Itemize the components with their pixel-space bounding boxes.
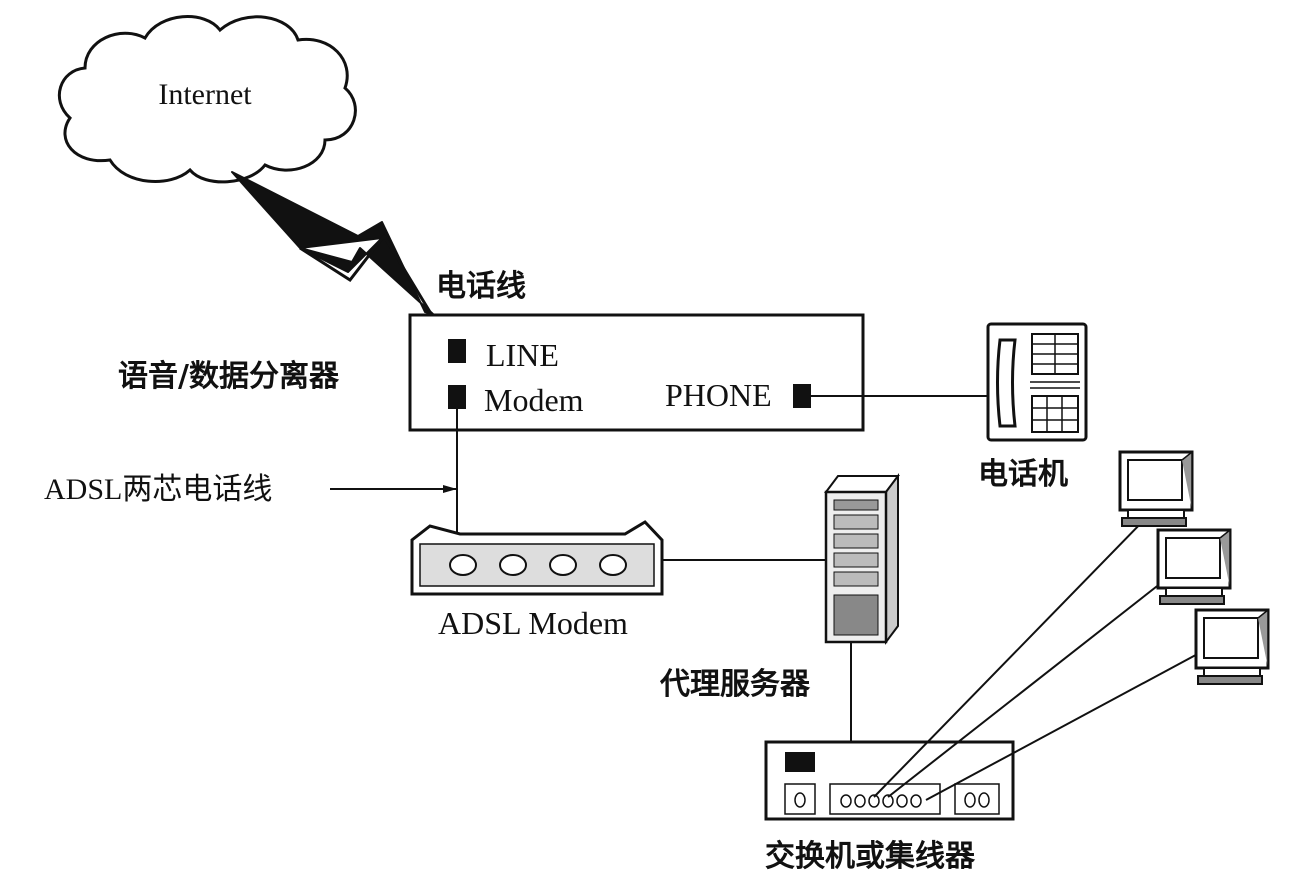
switch-to-pc1-line [873, 515, 1149, 798]
phone-line-label: 电话线 [436, 269, 526, 304]
phone-port [793, 384, 811, 408]
adsl-cable-label: ADSL两芯电话线 [44, 473, 272, 506]
modem-port-label: Modem [484, 382, 584, 418]
proxy-server-label: 代理服务器 [659, 667, 811, 702]
switch-to-pc2-line [887, 575, 1171, 798]
switch-hub-label: 交换机或集线器 [765, 839, 976, 874]
adsl-modem-icon [410, 520, 664, 596]
splitter: LINE Modem PHONE [408, 313, 865, 432]
telephone-label: 电话机 [978, 457, 1068, 492]
proxy-server-icon [824, 473, 900, 645]
internet-cloud: Internet [57, 15, 357, 184]
lightning-bolt-icon [231, 171, 434, 315]
modem-port [448, 385, 466, 409]
line-port-label: LINE [486, 337, 559, 373]
computer-icon [1194, 608, 1270, 685]
switch-hub-icon [764, 740, 1015, 821]
internet-label: Internet [158, 78, 252, 111]
splitter-label: 语音/数据分离器 [118, 359, 340, 394]
switch-to-pc3-line [925, 649, 1206, 801]
phone-port-label: PHONE [665, 377, 772, 413]
line-port [448, 339, 466, 363]
telephone-icon [986, 322, 1088, 442]
adsl-modem-label: ADSL Modem [438, 605, 628, 641]
computer-icon [1156, 528, 1232, 605]
computer-icon [1118, 450, 1194, 527]
